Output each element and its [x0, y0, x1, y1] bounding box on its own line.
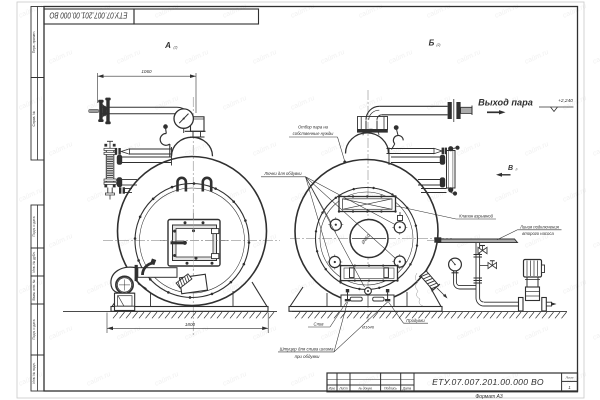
svg-text:сайт.ru: сайт.ru: [591, 324, 600, 342]
svg-text:Подпись: Подпись: [384, 386, 397, 390]
svg-text:Штуцер для слива шлама: Штуцер для слива шлама: [280, 346, 334, 351]
svg-text:Б: Б: [429, 39, 435, 48]
svg-text:при обдувки: при обдувки: [295, 354, 320, 359]
svg-text:второго насоса: второго насоса: [522, 231, 554, 236]
svg-text:собственные нужды: собственные нужды: [293, 131, 334, 136]
svg-text:ЕТУ.07.007.201.00.000 ВО: ЕТУ.07.007.201.00.000 ВО: [432, 377, 544, 387]
svg-text:Инв. № дубл.: Инв. № дубл.: [32, 251, 36, 272]
svg-text:сайт.ru: сайт.ru: [591, 140, 600, 158]
svg-text:Инв. № подл.: Инв. № подл.: [32, 362, 36, 383]
svg-text:(2): (2): [437, 43, 441, 47]
svg-text:Выход пара: Выход пара: [478, 97, 533, 107]
svg-text:(2): (2): [174, 46, 178, 50]
svg-text:Дата: Дата: [402, 386, 412, 390]
svg-text:А: А: [164, 41, 171, 50]
svg-text:Изм.: Изм.: [329, 386, 336, 390]
svg-text:Ø450: Ø450: [360, 233, 372, 246]
svg-text:сайт.ru: сайт.ru: [591, 232, 600, 250]
svg-text:Подп. и дата: Подп. и дата: [32, 216, 36, 236]
svg-text:п: п: [516, 168, 518, 172]
svg-text:Отбор пара на: Отбор пара на: [298, 125, 329, 130]
svg-text:1800: 1800: [185, 322, 196, 327]
svg-text:Справ. №: Справ. №: [32, 111, 36, 127]
svg-text:Ø1646: Ø1646: [361, 325, 375, 330]
svg-text:Перв. примен.: Перв. примен.: [32, 31, 36, 54]
svg-text:Линия подключения: Линия подключения: [519, 224, 560, 229]
svg-text:Лючки для обдувки: Лючки для обдувки: [263, 171, 302, 176]
svg-text:ЕТУ.07.007.201.00.000 ВО: ЕТУ.07.007.201.00.000 ВО: [49, 11, 127, 21]
svg-text:Формат А3: Формат А3: [475, 394, 503, 400]
svg-text:1060: 1060: [141, 69, 152, 74]
svg-text:Лист: Лист: [565, 376, 574, 380]
svg-text:1: 1: [568, 385, 571, 390]
svg-text:В: В: [508, 165, 513, 172]
svg-text:Клапан взрывной: Клапан взрывной: [459, 213, 493, 218]
svg-text:сайт.ru: сайт.ru: [591, 48, 600, 66]
svg-text:Продувки: Продувки: [406, 318, 425, 323]
svg-text:Лист: Лист: [338, 386, 348, 390]
svg-text:Подп. и дата: Подп. и дата: [32, 319, 36, 339]
svg-text:№ докум.: № докум.: [358, 386, 372, 390]
svg-text:+2,240: +2,240: [558, 98, 573, 104]
svg-text:Взам. инв. №: Взам. инв. №: [32, 279, 36, 300]
svg-text:Слив: Слив: [314, 321, 325, 326]
